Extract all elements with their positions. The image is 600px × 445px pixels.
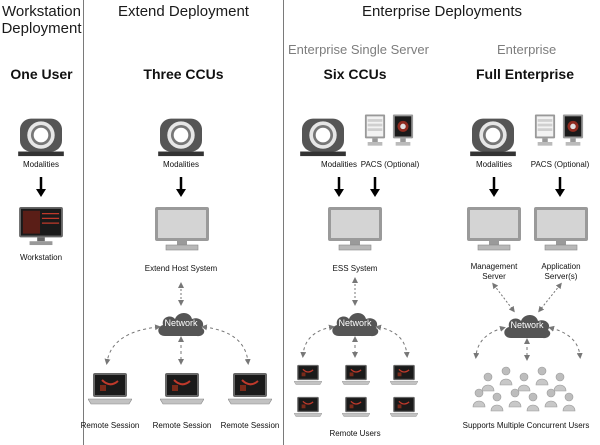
column-divider: [83, 0, 84, 445]
user-icon: [553, 372, 567, 392]
host-system-icon: [154, 206, 210, 251]
pacs-label: PACS (Optional): [360, 160, 420, 169]
application-server-label: Application Server(s): [541, 262, 581, 281]
pacs-server-icon: [534, 114, 556, 146]
enterprise-deployments-header: Enterprise Deployments: [361, 3, 523, 20]
modalities-label: Modalities: [162, 160, 199, 169]
user-icon: [544, 388, 558, 408]
laptop-icon: [342, 364, 370, 386]
scanner-icon: [18, 118, 64, 157]
network-label: Network: [510, 320, 544, 330]
modalities-label: Modalities: [320, 160, 357, 169]
laptop-icon: [294, 396, 322, 418]
user-icon: [481, 372, 495, 392]
workstation-label: Workstation: [19, 253, 63, 262]
workstation-deployment-header: Workstation Deployment: [1, 3, 82, 37]
pacs-server-icon: [364, 114, 386, 146]
remote-session-label: Remote Session: [80, 421, 140, 430]
column-divider: [283, 0, 284, 445]
extend-host-label: Extend Host System: [144, 264, 218, 273]
user-icon: [535, 366, 549, 386]
laptop-icon: [294, 364, 322, 386]
ess-system-label: ESS System: [332, 264, 378, 273]
user-icon: [517, 372, 531, 392]
laptop-icon: [228, 372, 272, 405]
pacs-label: PACS (Optional): [530, 160, 590, 169]
user-icon: [490, 392, 504, 412]
scanner-icon: [300, 118, 346, 157]
remote-session-label: Remote Session: [220, 421, 280, 430]
remote-session-label: Remote Session: [152, 421, 212, 430]
user-icon: [508, 388, 522, 408]
user-icon: [499, 366, 513, 386]
extend-deployment-header: Extend Deployment: [118, 3, 249, 20]
remote-users-label: Remote Users: [329, 429, 381, 438]
user-icon: [472, 388, 486, 408]
management-server-icon: [466, 206, 522, 251]
enterprise-single-server-subheader: Enterprise Single Server: [288, 42, 429, 57]
enterprise-subheader: Enterprise: [497, 42, 557, 57]
network-label: Network: [338, 318, 372, 328]
pacs-server-icon: [392, 114, 414, 146]
modalities-label: Modalities: [475, 160, 512, 169]
application-server-icon: [533, 206, 589, 251]
scanner-icon: [470, 118, 516, 157]
user-icon: [562, 392, 576, 412]
laptop-icon: [160, 372, 204, 405]
network-label: Network: [164, 318, 198, 328]
modalities-label: Modalities: [22, 160, 59, 169]
laptop-icon: [390, 396, 418, 418]
user-icon: [526, 392, 540, 412]
concurrent-users-label: Supports Multiple Concurrent Users: [462, 421, 590, 430]
management-server-label: Management Server: [470, 262, 518, 281]
laptop-icon: [390, 364, 418, 386]
scanner-icon: [158, 118, 204, 157]
laptop-icon: [342, 396, 370, 418]
laptop-icon: [88, 372, 132, 405]
six-ccus-caption: Six CCUs: [323, 66, 387, 82]
ess-system-icon: [327, 206, 383, 251]
one-user-caption: One User: [10, 66, 73, 82]
full-enterprise-caption: Full Enterprise: [475, 66, 575, 82]
pacs-server-icon: [562, 114, 584, 146]
workstation-icon: [18, 206, 64, 246]
three-ccus-caption: Three CCUs: [143, 66, 224, 82]
